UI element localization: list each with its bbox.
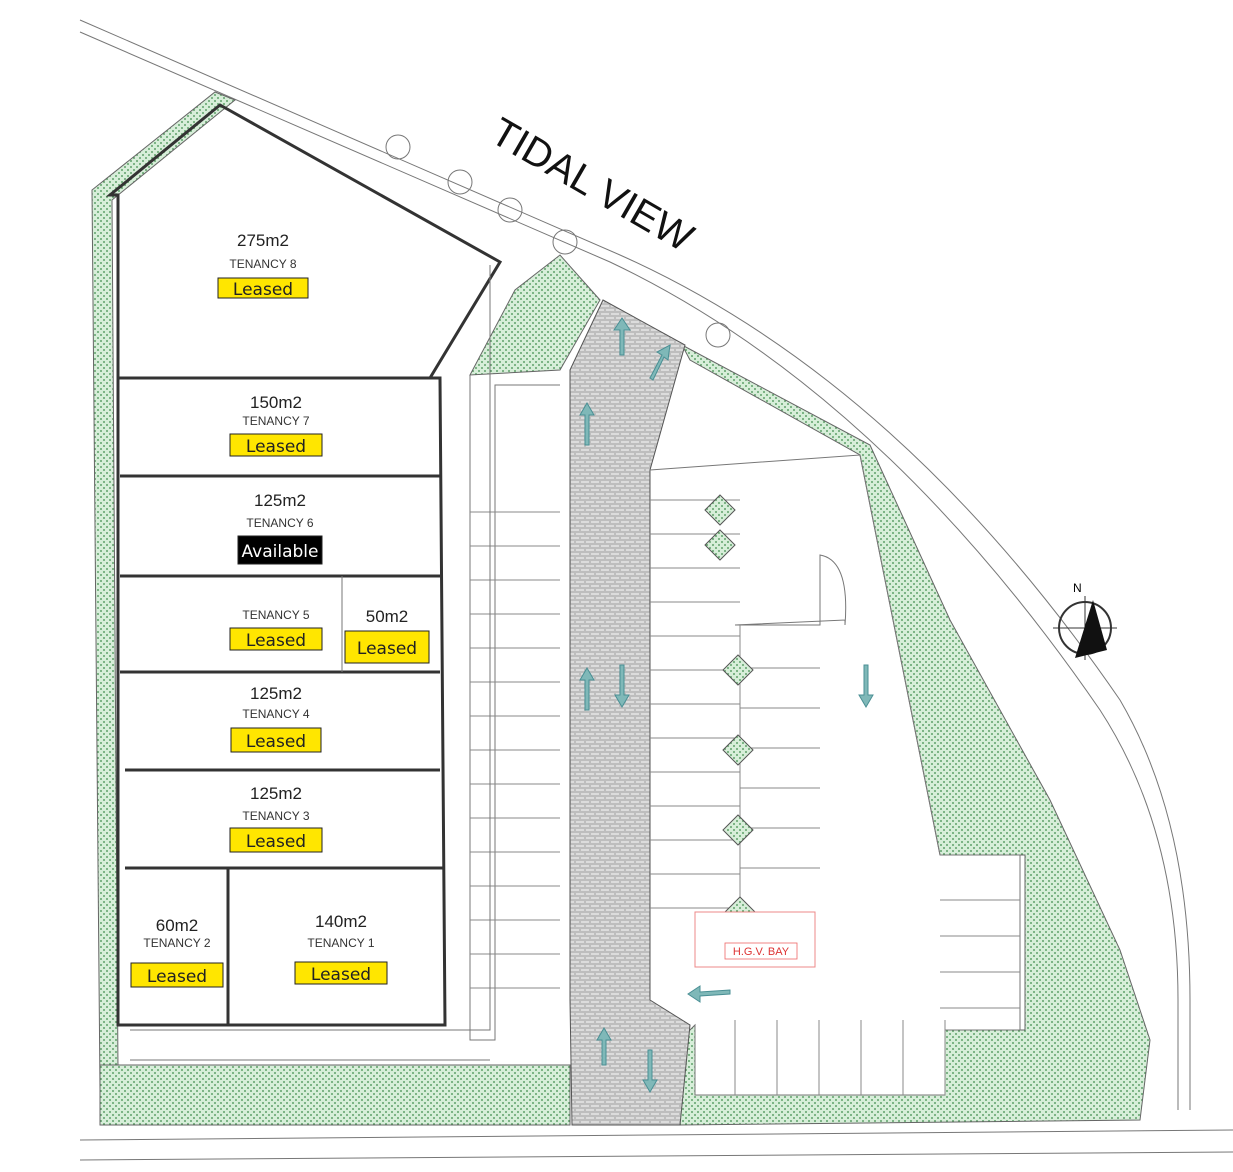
status-label: Leased [147,967,207,987]
compass-label: N [1073,581,1082,595]
tenancy-name: TENANCY 4 [242,707,309,721]
tenancy-area: 125m2 [250,684,302,703]
tidal-view-road [79,19,1233,1161]
status-badge [344,630,430,664]
road-name: TIDAL VIEW [484,110,701,261]
status-badge [229,627,323,651]
tenancy-3[interactable]: TENANCY 5 Leased [229,608,323,651]
tenancy-area: 275m2 [237,231,289,250]
status-label: Leased [246,732,306,752]
tenancy-area: 150m2 [250,393,302,412]
status-label: Leased [246,631,306,651]
status-label: Leased [357,639,417,659]
tenancy-area: 140m2 [315,912,367,931]
trees [385,134,731,348]
north-compass-icon: N [1053,581,1117,660]
tenancy-name: TENANCY 6 [246,516,313,530]
hgv-bay-label: H.G.V. BAY [733,946,790,958]
tenancy-name: TENANCY 3 [242,809,309,823]
tenancy-area: 125m2 [254,491,306,510]
traffic-arrows [579,317,874,1093]
tenancy-area: 50m2 [366,607,409,626]
status-badge [294,961,388,985]
paved-access-road [569,299,691,1126]
status-badge [230,727,322,753]
status-label: Available [242,542,319,562]
status-label: Leased [246,437,306,457]
building [105,103,503,1061]
status-label: Leased [311,965,371,985]
tenancy-name: TENANCY 2 [143,936,210,950]
status-badge [237,535,323,565]
hgv-bay: H.G.V. BAY [694,911,816,968]
tenancy-name: TENANCY 5 [242,608,309,622]
tenancy-name: TENANCY 8 [229,257,296,271]
landscaping [91,91,1151,1126]
status-badge [229,827,323,853]
status-badge [130,962,224,988]
tenancy-area: 125m2 [250,784,302,803]
status-badge [217,277,309,299]
tenancy-area: 60m2 [156,916,199,935]
tenancy-name: TENANCY 7 [242,414,309,428]
status-label: Leased [246,832,306,852]
status-label: Leased [233,280,293,300]
parking-bays [470,499,1020,1095]
tenancy-name: TENANCY 1 [307,936,374,950]
status-badge [229,433,323,457]
